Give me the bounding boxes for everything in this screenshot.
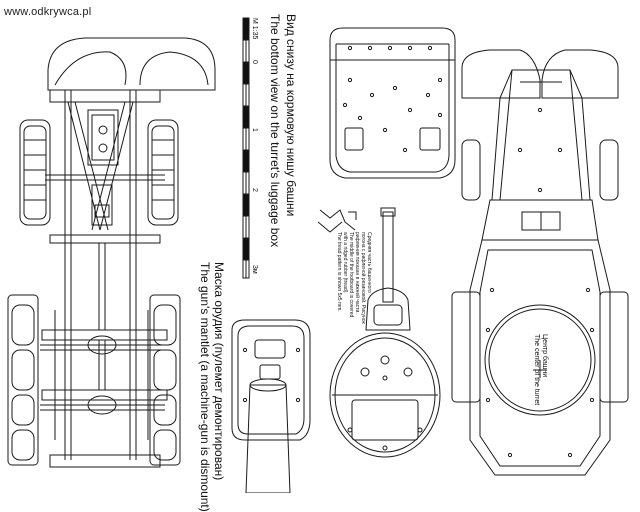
turret-center-label-en: The center of the turret	[533, 334, 540, 406]
mantlet-caption-en: The gun's mantlet (a machine-gun is dism…	[198, 262, 212, 512]
scale-tick-2: 2	[251, 188, 258, 192]
luggage-box-view	[330, 28, 455, 178]
note-ru-line-1: Средняя часть башенного	[366, 232, 372, 293]
note-ru-line-3: рифления показан в нижней части.	[354, 232, 360, 314]
mantlet-caption-ru: Маска орудия (пулемет демонтирован)	[212, 262, 226, 481]
gun-mantlet-detail	[232, 320, 310, 493]
watermark: www.odkrywca.pl	[4, 6, 92, 18]
scale-label: M 1:35	[251, 18, 258, 40]
vehicle-top-view	[452, 50, 628, 475]
scale-tick-3: 3м	[251, 265, 258, 274]
bottom-view-caption-en: The bottom view on the turret's luggage …	[268, 14, 282, 248]
turret-center-label-ru: Центр башни	[541, 334, 548, 378]
chassis-bottom-view	[8, 38, 215, 467]
note-ru-line-2: погона с рифленой резиновой. Рисунок	[360, 232, 366, 324]
bottom-view-caption-ru: Вид снизу на кормовую нишу башни	[284, 14, 298, 217]
scale-tick-0: 0	[251, 60, 258, 64]
turret-front-view	[330, 208, 440, 457]
note-en-line-1: The middle of the footboard is covered	[348, 232, 354, 318]
note-en-line-3: The tread pattern is shown 5x5 mm.	[336, 232, 342, 312]
scale-tick-1: 1	[251, 128, 258, 132]
blueprint-drawing	[0, 0, 640, 493]
scale-bar	[243, 18, 249, 278]
note-en-line-2: with a ridged rubber (tread).	[342, 232, 348, 294]
tread-pattern-symbol	[318, 210, 356, 232]
